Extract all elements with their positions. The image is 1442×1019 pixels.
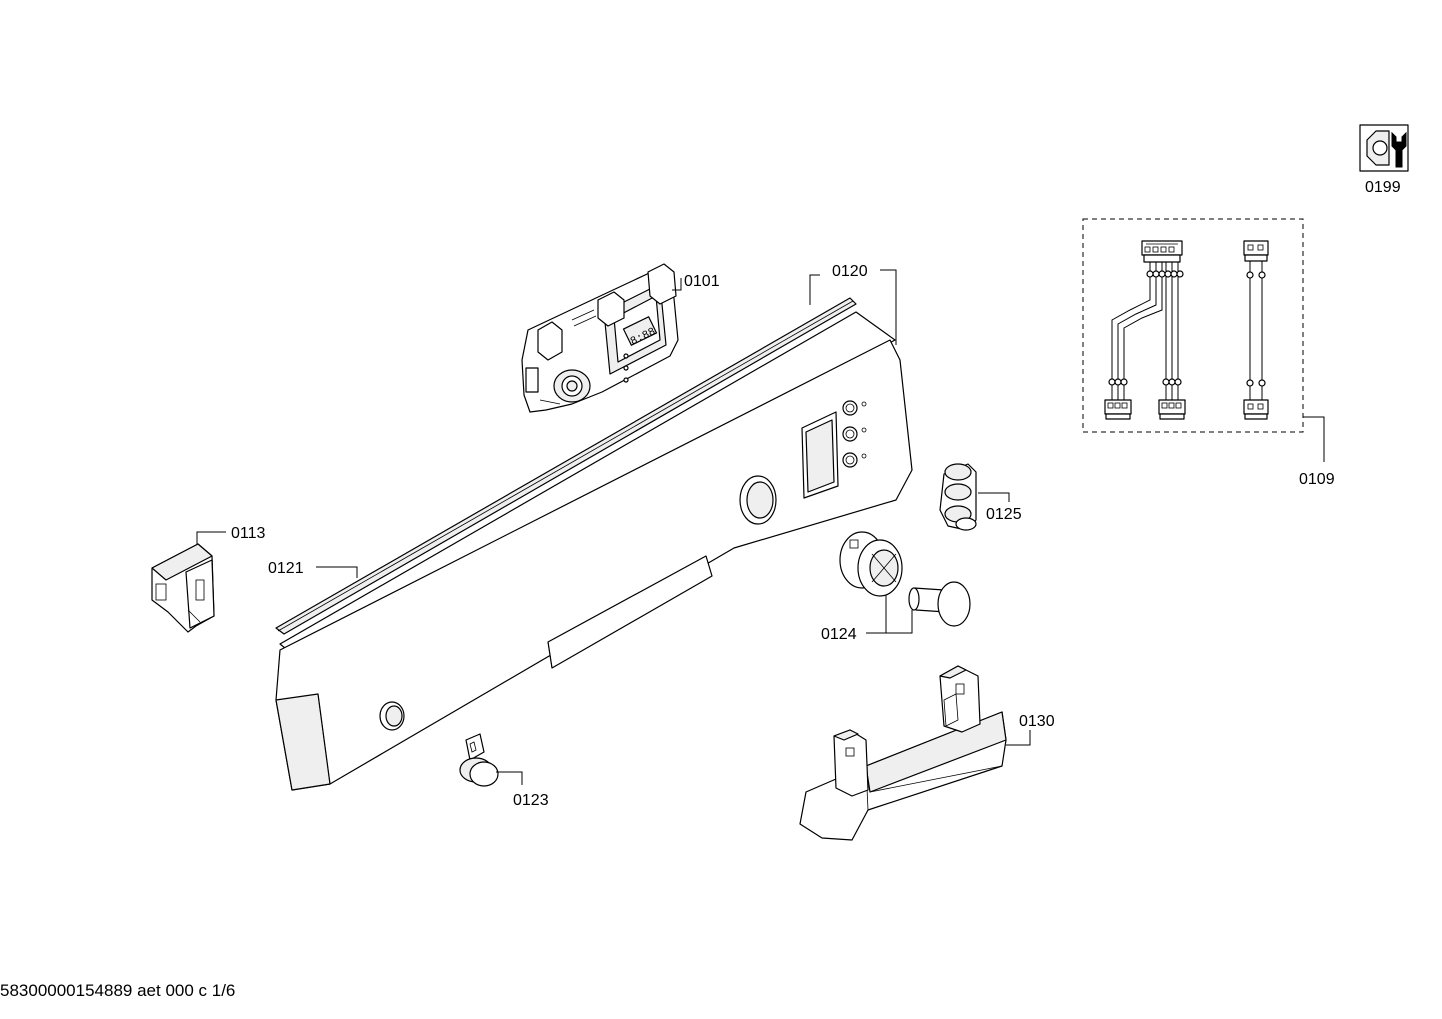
document-footer: 58300000154889 aet 000 c 1/6 [0,981,236,1000]
part-0123-push-button[interactable] [459,733,499,787]
label-0130: 0130 [1019,713,1055,730]
label-0123: 0123 [513,792,549,809]
part-0130-mounting-rail[interactable] [799,665,1007,841]
label-0109: 0109 [1299,471,1335,488]
leader-0121 [316,566,358,578]
label-0120: 0120 [832,263,868,280]
leader-0123 [496,771,523,785]
label-0101: 0101 [684,273,720,290]
leader-0120-b [880,269,897,345]
label-0199: 0199 [1365,179,1401,196]
leader-0124-a [866,595,887,634]
label-0121: 0121 [268,560,304,577]
leader-0124-b [886,610,913,634]
part-0124-rotary-knob[interactable] [839,531,971,627]
part-0101-control-module[interactable]: 8:88 [521,263,679,413]
part-0121-seal-strip[interactable] [275,297,857,635]
leader-0120-a [809,274,820,305]
leader-0101 [672,278,682,291]
part-0113-bracket[interactable] [151,543,215,633]
label-0125: 0125 [986,506,1022,523]
leader-0109 [1303,416,1325,462]
part-0199-tool-icon[interactable] [1359,124,1409,172]
part-0125-button-set[interactable] [939,463,977,531]
leader-0125 [978,492,1010,502]
part-0120-control-panel[interactable] [275,311,913,791]
part-0109-wiring-harness[interactable] [1082,218,1304,433]
label-0113: 0113 [231,525,266,542]
leader-0130 [1006,730,1031,746]
leader-0113 [196,531,226,545]
label-0124: 0124 [821,626,857,643]
